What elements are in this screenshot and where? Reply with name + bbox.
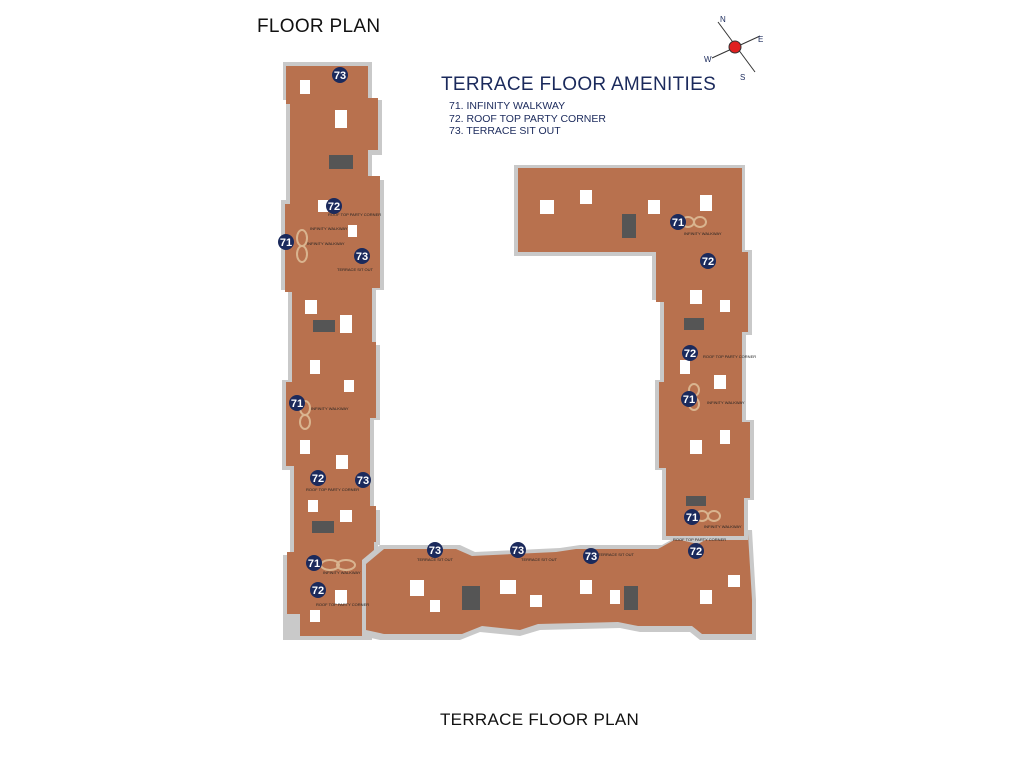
plan-label: TERRACE SIT OUT [598,552,634,557]
plan-label: ROOF TOP PARTY CORNER [328,212,381,217]
svg-text:73: 73 [356,251,368,263]
svg-text:73: 73 [357,475,369,487]
amenity-marker: 72 [326,198,342,214]
amenity-markers: 73 72 71 73 71 72 73 71 72 73 73 73 71 7… [278,67,716,598]
plan-label: TERRACE SIT OUT [337,267,373,272]
svg-text:71: 71 [686,512,698,524]
svg-text:73: 73 [512,545,524,557]
left-wing [281,62,384,640]
plan-title: TERRACE FLOOR PLAN [440,710,640,729]
amenity-marker: 71 [289,395,305,411]
svg-text:73: 73 [429,545,441,557]
plan-label: INFINITY WALKWAY [311,406,349,411]
amenity-marker: 72 [310,470,326,486]
plan-label: INFINITY WALKWAY [323,570,361,575]
svg-text:73: 73 [585,551,597,563]
plan-label: TERRACE SIT OUT [521,557,557,562]
plan-label: ROOF TOP PARTY CORNER [316,602,369,607]
svg-text:72: 72 [312,585,324,597]
plan-labels: INFINITY WALKWAY INFINITY WALKWAY TERRAC… [306,212,756,607]
amenity-marker: 71 [670,214,686,230]
plan-label: INFINITY WALKWAY [704,524,742,529]
plan-label: ROOF TOP PARTY CORNER [306,487,359,492]
compass-north-label: N [720,15,726,24]
plan-label: INFINITY WALKWAY [310,226,348,231]
plan-label: ROOF TOP PARTY CORNER [703,354,756,359]
compass-east-label: E [758,35,763,44]
svg-text:72: 72 [312,473,324,485]
svg-text:71: 71 [672,217,684,229]
amenities-title: TERRACE FLOOR AMENITIES [441,74,717,95]
amenity-marker: 73 [355,472,371,488]
amenity-marker: 73 [332,67,348,83]
amenity-marker: 73 [427,542,443,558]
amenity-item: 71. INFINITY WALKWAY [449,100,566,112]
svg-text:71: 71 [683,394,695,406]
amenity-marker: 71 [306,555,322,571]
plan-label: TERRACE SIT OUT [417,557,453,562]
svg-text:72: 72 [690,546,702,558]
amenity-marker: 73 [354,248,370,264]
amenity-marker: 72 [688,543,704,559]
plan-label: ROOF TOP PARTY CORNER [673,537,726,542]
compass-south-label: S [740,73,745,82]
amenity-item: 72. ROOF TOP PARTY CORNER [449,112,606,125]
amenity-marker: 73 [510,542,526,558]
stair-cores [312,155,706,610]
compass-center [728,40,742,54]
compass-icon: N E S W [704,15,763,82]
plan-label: INFINITY WALKWAY [684,231,722,236]
amenity-marker: 72 [700,253,716,269]
page-title: FLOOR PLAN [257,16,381,37]
svg-text:71: 71 [308,558,320,570]
amenity-marker: 71 [684,509,700,525]
openings [300,80,740,622]
svg-text:72: 72 [328,201,340,213]
svg-text:73: 73 [334,70,346,82]
plan-label: INFINITY WALKWAY [307,241,345,246]
amenity-marker: 71 [278,234,294,250]
amenities-list: 71. INFINITY WALKWAY 72. ROOF TOP PARTY … [449,100,606,138]
amenity-marker: 71 [681,391,697,407]
svg-text:72: 72 [684,348,696,360]
svg-text:72: 72 [702,256,714,268]
compass-west-label: W [704,55,712,64]
svg-text:71: 71 [280,237,292,249]
plan-label: INFINITY WALKWAY [707,400,745,405]
amenity-marker: 72 [682,345,698,361]
svg-text:71: 71 [291,398,303,410]
amenity-marker: 73 [583,548,599,564]
amenity-marker: 72 [310,582,326,598]
amenity-item: 73. TERRACE SIT OUT [449,125,561,137]
